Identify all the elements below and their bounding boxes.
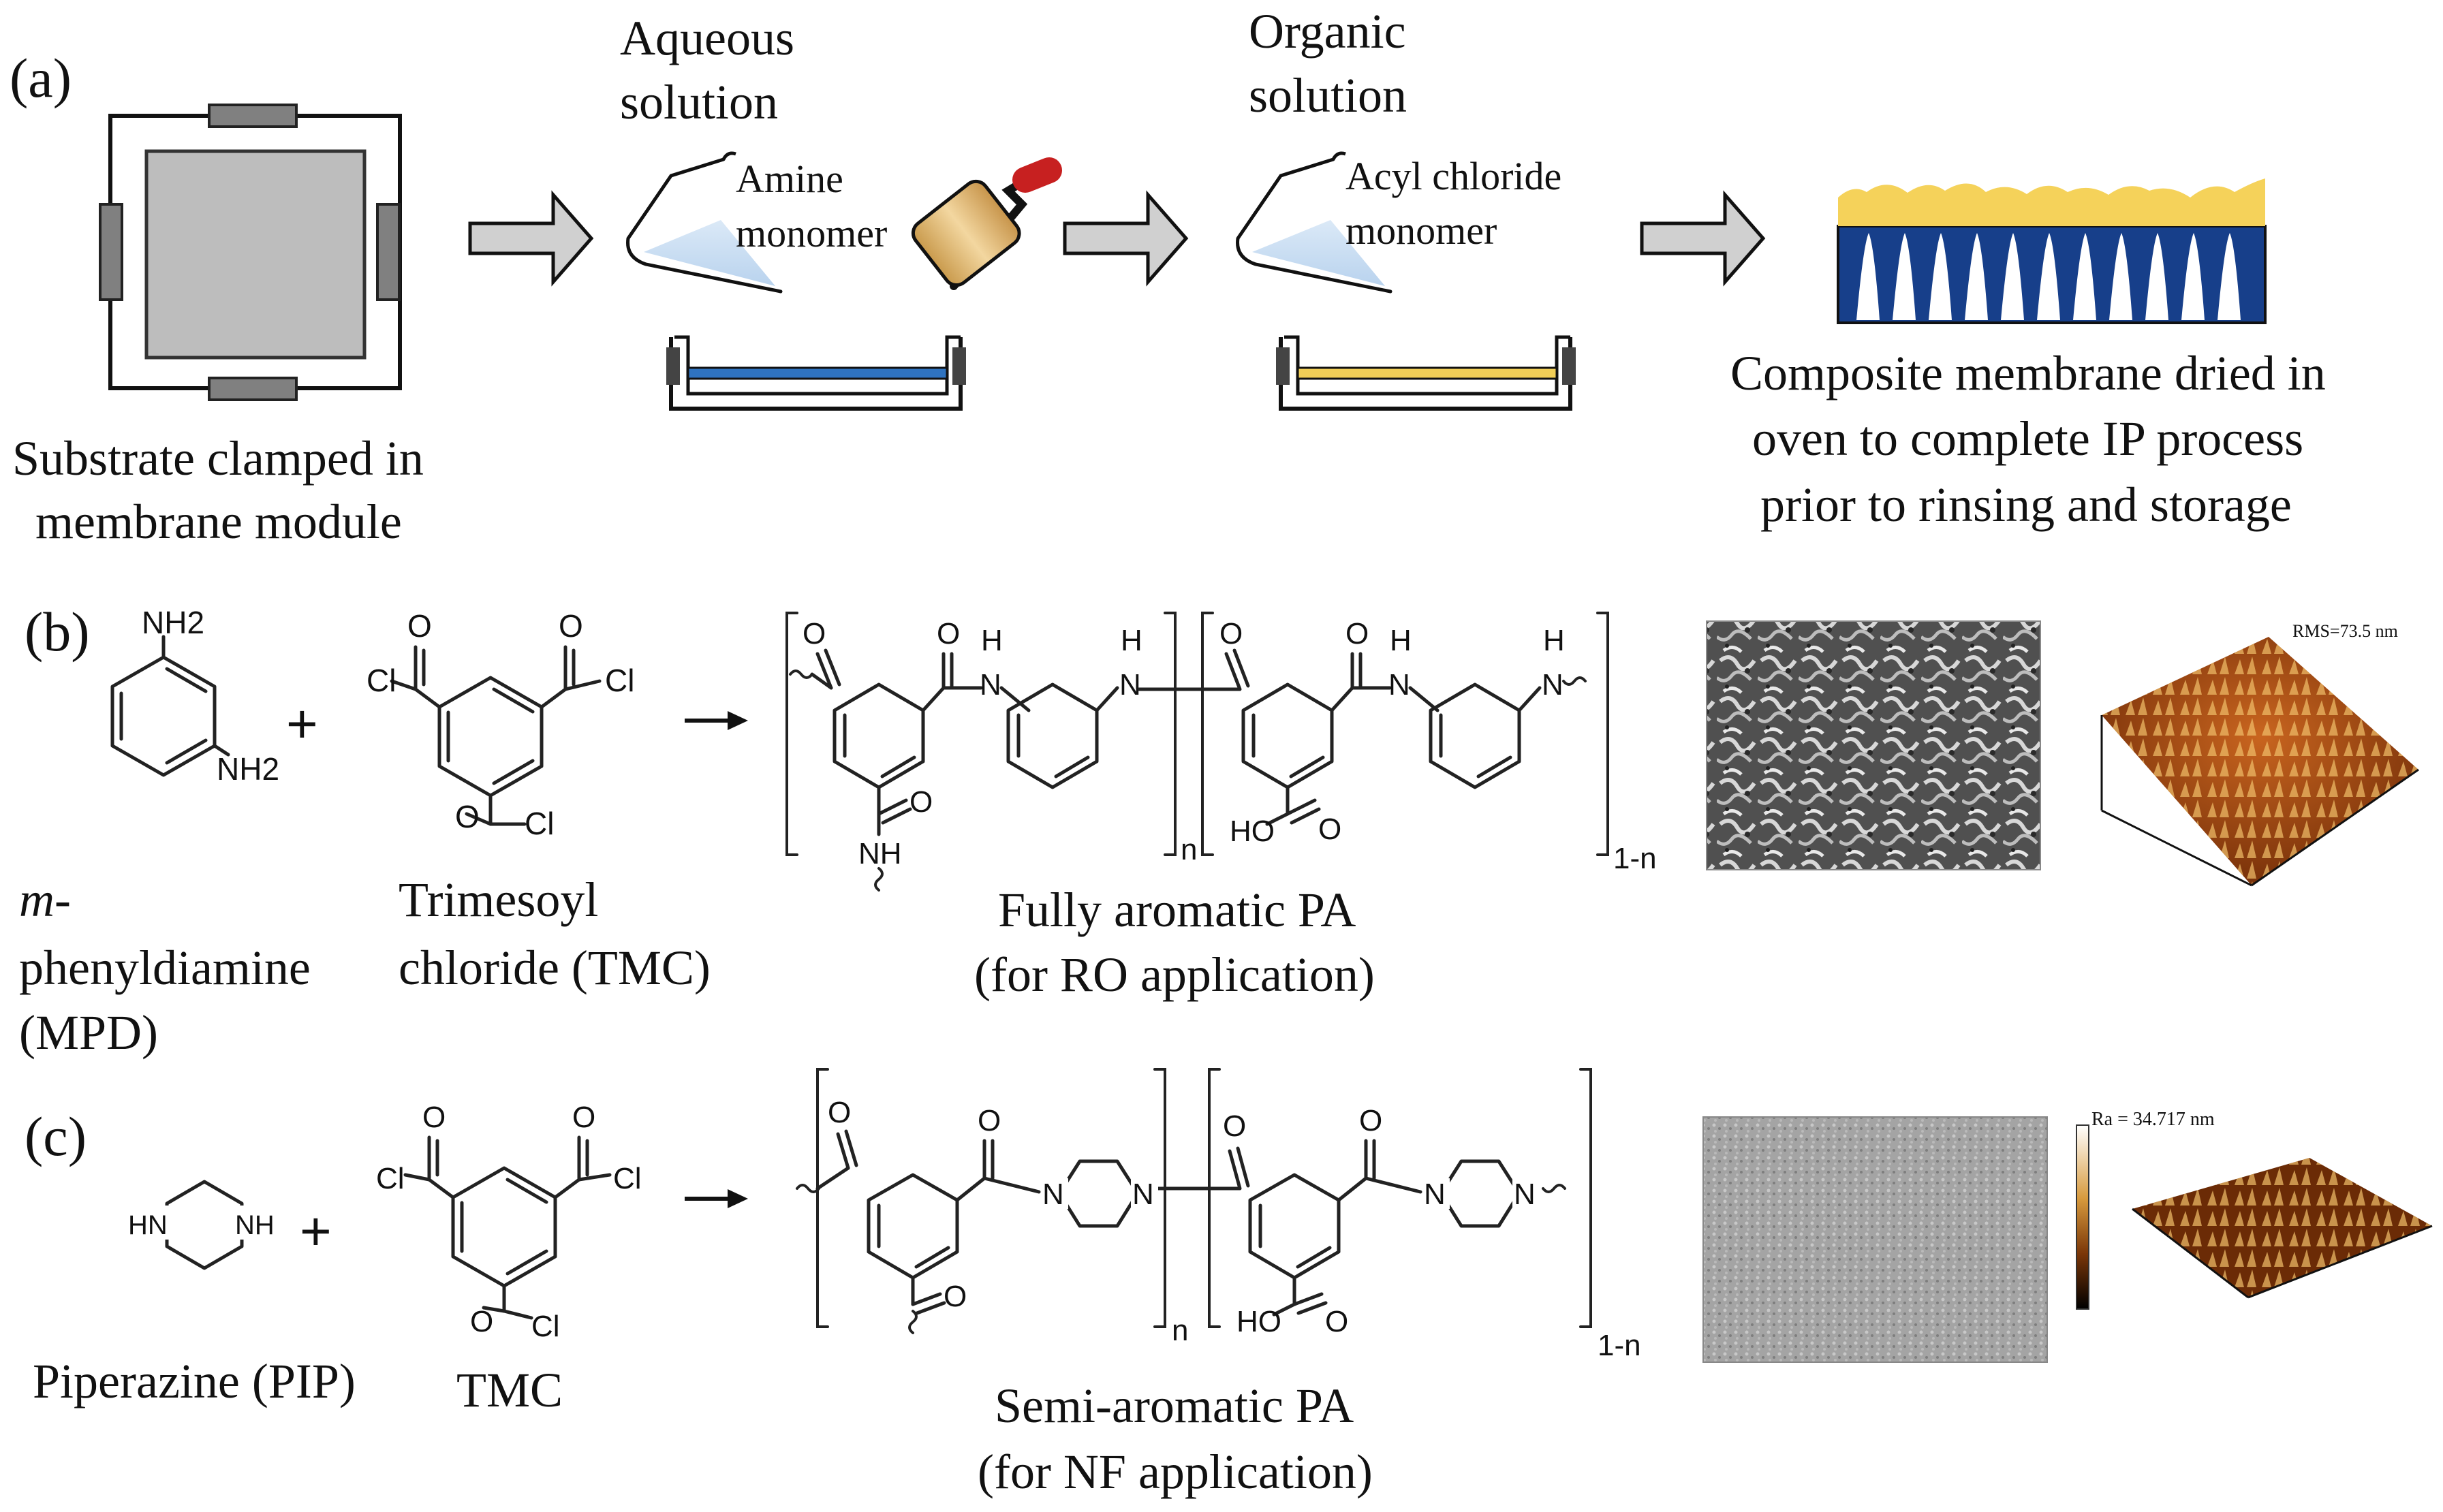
reaction-arrow-c bbox=[685, 1189, 748, 1208]
mpd-nh2-top: NH2 bbox=[142, 605, 204, 640]
pa-b-o3: O bbox=[909, 785, 933, 819]
panel-b: (b) NH2 NH2 + O Cl bbox=[19, 601, 2419, 1060]
afm-image-nf: Ra = 34.717 nm bbox=[2076, 1109, 2433, 1310]
pip-hn: HN bbox=[128, 1210, 168, 1240]
tmc-caption-c: TMC bbox=[456, 1363, 563, 1417]
mpd-caption: m- phenyldiamine (MPD) bbox=[19, 872, 323, 1060]
mpd-nh2-bottom: NH2 bbox=[217, 751, 279, 787]
panel-a-label: (a) bbox=[10, 47, 72, 109]
pa-c-o5: O bbox=[1359, 1104, 1382, 1137]
tmc-c-o-left: O bbox=[422, 1101, 446, 1134]
pa-b-o2: O bbox=[937, 617, 960, 650]
plus-sign-c: + bbox=[300, 1201, 332, 1261]
tmc-c-cl-right: Cl bbox=[613, 1162, 642, 1195]
repeat-1n-b: 1-n bbox=[1613, 842, 1657, 875]
tmc-b-cl-left: Cl bbox=[367, 663, 396, 698]
repeat-n-b: n bbox=[1181, 833, 1197, 866]
pa-b-h1: H bbox=[981, 624, 1003, 657]
afm-image-ro: RMS=73.5 nm bbox=[2100, 621, 2419, 887]
panel-c: (c) HN NH + O Cl O Cl bbox=[25, 1068, 2433, 1499]
pa-c-o4: O bbox=[1223, 1109, 1246, 1143]
pa-b-n2: N bbox=[1119, 668, 1141, 702]
tmc-b-o-bottom: O bbox=[455, 799, 480, 834]
semi-aromatic-pa-caption: Semi-aromatic PA (for NF application) bbox=[978, 1379, 1373, 1499]
panel-a: (a) Substrate clamped in membrane module… bbox=[10, 4, 2338, 549]
pa-c-ho: HO bbox=[1236, 1305, 1281, 1338]
repeat-1n-c: 1-n bbox=[1598, 1329, 1641, 1362]
tmc-caption-b: Trimesoyl chloride (TMC) bbox=[399, 872, 711, 995]
tmc-structure-b: O Cl O Cl O Cl bbox=[367, 608, 634, 841]
pa-c-n1: N bbox=[1042, 1178, 1064, 1211]
aqueous-solution-title: Aqueous solution bbox=[620, 11, 807, 129]
pa-b-n1: N bbox=[980, 668, 1001, 702]
pip-caption: Piperazine (PIP) bbox=[33, 1354, 356, 1408]
fully-aromatic-pa-caption: Fully aromatic PA (for RO application) bbox=[974, 883, 1375, 1002]
afm-ra-label: Ra = 34.717 nm bbox=[2091, 1109, 2215, 1130]
aqueous-coating-tray bbox=[666, 335, 966, 411]
pa-b-o1: O bbox=[803, 617, 826, 650]
tmc-b-o-right: O bbox=[559, 608, 583, 644]
tmc-c-o-bottom: O bbox=[470, 1305, 493, 1338]
sem-image-nf bbox=[1702, 1116, 2048, 1363]
pa-b-o4: O bbox=[1219, 617, 1243, 650]
tmc-c-cl-left: Cl bbox=[376, 1162, 405, 1195]
fully-aromatic-pa-structure: n 1-n O O H N H N bbox=[785, 612, 1657, 892]
semi-aromatic-pa-structure: n 1-n O O N N O bbox=[796, 1068, 1641, 1362]
pip-structure: HN NH bbox=[128, 1180, 275, 1270]
membrane-module-icon bbox=[99, 104, 402, 401]
pa-b-h2: H bbox=[1121, 624, 1142, 657]
pa-c-n3: N bbox=[1424, 1178, 1446, 1211]
organic-beaker-icon bbox=[1236, 151, 1392, 294]
paint-roller-icon bbox=[911, 157, 1062, 290]
pa-c-o1: O bbox=[828, 1096, 851, 1129]
substrate-caption: Substrate clamped in membrane module bbox=[12, 431, 436, 549]
composite-membrane-icon bbox=[1837, 178, 2267, 324]
pa-b-n3: N bbox=[1388, 668, 1410, 702]
pa-c-n4: N bbox=[1514, 1178, 1536, 1211]
amine-monomer-label: Amine monomer bbox=[736, 157, 887, 255]
tmc-c-o-right: O bbox=[572, 1101, 595, 1134]
repeat-n-c: n bbox=[1172, 1314, 1188, 1347]
pa-b-o6: O bbox=[1318, 813, 1341, 846]
pa-c-o3: O bbox=[944, 1280, 967, 1313]
pa-b-h4: H bbox=[1543, 624, 1565, 657]
panel-b-label: (b) bbox=[25, 601, 90, 663]
tmc-c-cl-bottom: Cl bbox=[531, 1310, 560, 1343]
tmc-b-cl-bottom: Cl bbox=[525, 806, 554, 841]
pa-b-ho: HO bbox=[1230, 815, 1275, 848]
process-arrow-2 bbox=[1063, 190, 1189, 287]
tmc-structure-c: O Cl O Cl O Cl bbox=[376, 1101, 642, 1343]
mpd-structure: NH2 NH2 bbox=[110, 605, 279, 787]
pa-c-n2: N bbox=[1132, 1178, 1154, 1211]
tmc-b-cl-right: Cl bbox=[605, 663, 634, 698]
plus-sign-b: + bbox=[286, 693, 318, 754]
acyl-chloride-monomer-label: Acyl chloride monomer bbox=[1345, 154, 1572, 253]
aqueous-beaker-icon bbox=[626, 151, 783, 294]
reaction-arrow-b bbox=[685, 711, 748, 730]
panel-c-label: (c) bbox=[25, 1105, 87, 1167]
pa-c-o6: O bbox=[1325, 1305, 1348, 1338]
composite-membrane-caption: Composite membrane dried in oven to comp… bbox=[1730, 346, 2338, 532]
tmc-b-o-left: O bbox=[407, 608, 432, 644]
afm-rms-label: RMS=73.5 nm bbox=[2292, 621, 2398, 641]
sem-image-ro bbox=[1706, 620, 2041, 870]
pa-b-n4: N bbox=[1542, 668, 1563, 702]
pa-b-h3: H bbox=[1390, 624, 1412, 657]
process-arrow-3 bbox=[1640, 190, 1766, 287]
pa-b-o5: O bbox=[1345, 617, 1369, 650]
organic-solution-title: Organic solution bbox=[1249, 4, 1418, 123]
pa-c-o2: O bbox=[978, 1104, 1001, 1137]
process-arrow-1 bbox=[468, 190, 594, 287]
organic-coating-tray bbox=[1276, 335, 1576, 411]
pip-nh: NH bbox=[235, 1210, 275, 1240]
pa-b-nh: NH bbox=[858, 837, 902, 870]
